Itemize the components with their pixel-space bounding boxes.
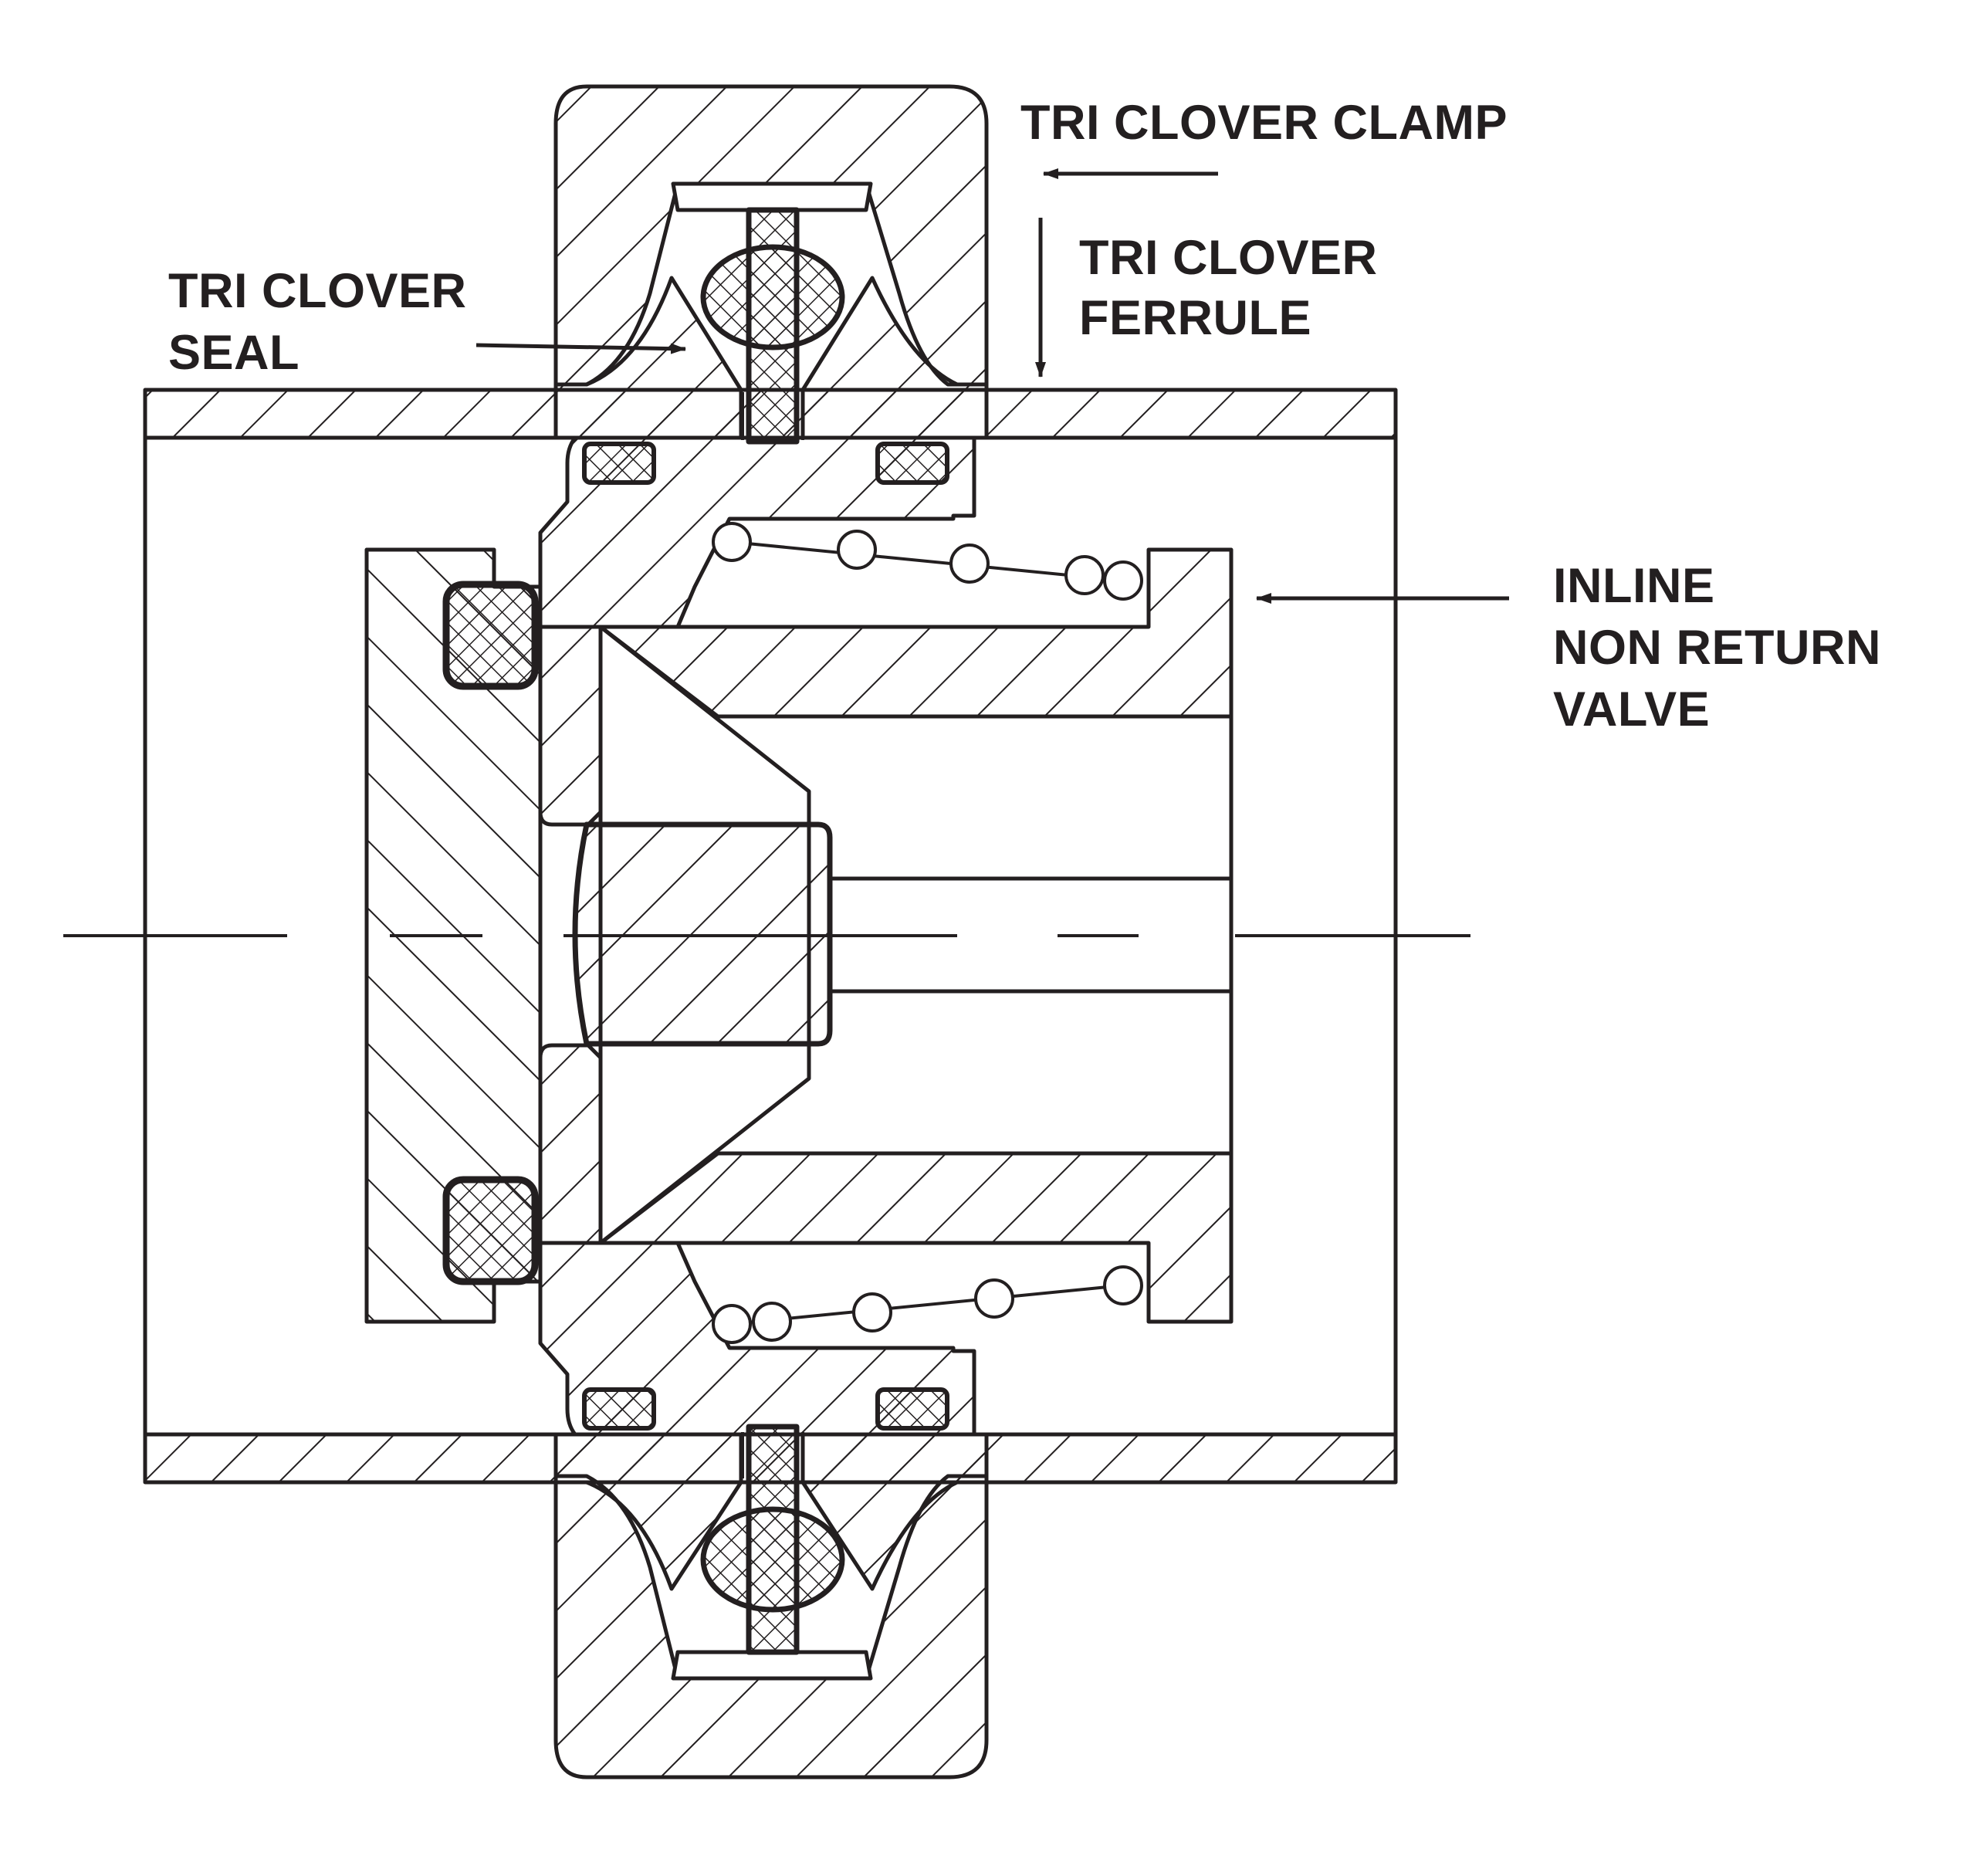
tri-clover-seal-bottom — [700, 1424, 845, 1655]
valve-seat-ring — [538, 625, 603, 1245]
valve-housing-lower — [538, 1241, 976, 1437]
label-tri-clover-ferrule-line-1: TRI CLOVER — [1079, 231, 1378, 285]
callout-arrows — [475, 168, 1509, 604]
spring-upper — [712, 522, 1143, 601]
label-tri-clover-seal-line-1: TRI CLOVER — [168, 264, 467, 318]
spring-lower — [712, 1265, 1143, 1344]
tri-clover-seal-top — [700, 207, 845, 445]
label-inline-valve-line-3: VALVE — [1553, 682, 1710, 737]
valve-housing-upper — [538, 435, 976, 629]
seal-arrow — [475, 343, 686, 354]
inlet-o-ring-lower — [442, 1176, 539, 1285]
label-inline-valve-line-2: NON RETURN — [1553, 621, 1881, 675]
seal-gap — [741, 392, 804, 1478]
label-inline-valve-line-1: INLINE — [1553, 559, 1715, 613]
label-tri-clover-seal-line-2: SEAL — [168, 326, 300, 380]
clamp-bottom — [553, 1474, 989, 1779]
label-tri-clover-clamp: TRI CLOVER CLAMP — [1020, 96, 1508, 150]
clamp-top — [553, 84, 989, 387]
inlet-o-ring-upper — [442, 581, 539, 690]
housing-o-ring-seals — [582, 442, 949, 1431]
label-tri-clover-ferrule-line-2: FERRULE — [1079, 291, 1311, 345]
labels: TRI CLOVER CLAMP TRI CLOVER FERRULE TRI … — [168, 96, 1881, 737]
